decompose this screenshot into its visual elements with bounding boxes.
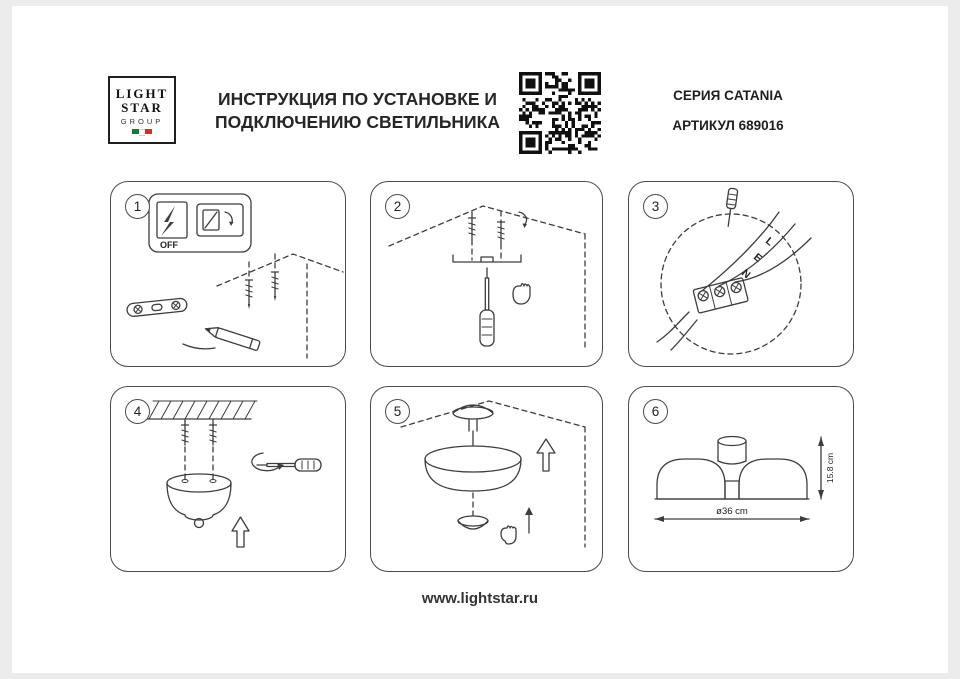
height-label: 15.8 cm — [825, 453, 835, 483]
step-4-drawing — [146, 400, 322, 548]
height-dimension: 15.8 cm — [818, 436, 835, 500]
product-info: СЕРИЯ CATANIA АРТИКУЛ 689016 — [630, 88, 826, 134]
screw-icon — [496, 210, 506, 261]
ceiling-lines — [400, 400, 586, 548]
step-panel-4: 4 — [110, 386, 346, 572]
canopy-drawing — [452, 404, 494, 432]
wall-switch-icon — [196, 203, 244, 237]
title-line-2: ПОДКЛЮЧЕНИЮ СВЕТИЛЬНИКА — [215, 112, 500, 132]
screw-icon — [270, 253, 280, 301]
screw-icon — [180, 419, 190, 480]
shade-drawing — [424, 445, 522, 492]
title-line-1: ИНСТРУКЦИЯ ПО УСТАНОВКЕ И — [218, 89, 497, 109]
screwing-direction-arrow — [518, 211, 528, 228]
up-arrow-icon — [231, 516, 250, 548]
magnifier-circle — [660, 213, 802, 355]
step-2-drawing — [388, 205, 586, 351]
mounting-bracket — [126, 297, 188, 318]
step-6-number: 6 — [643, 399, 668, 424]
canopy-drawing — [166, 473, 232, 529]
step-6-drawing: ø36 cm 15.8 cm — [654, 435, 835, 522]
screw-icon — [244, 261, 254, 309]
step-3-drawing: N E L — [656, 187, 812, 355]
hand-icon — [500, 525, 517, 545]
supply-wires — [702, 211, 812, 291]
width-dimension: ø36 cm — [654, 506, 810, 522]
step-5-drawing — [400, 400, 586, 548]
logo-light: LIGHT — [115, 85, 169, 101]
qr-code — [519, 72, 601, 154]
step-1-drawing: OFF — [126, 193, 344, 359]
step-panel-2: 2 — [370, 181, 603, 367]
series-label: СЕРИЯ CATANIA — [673, 88, 783, 103]
rotation-screwdriver-icon — [251, 452, 322, 472]
screw-icon — [208, 419, 218, 480]
fixture-wires — [656, 311, 698, 351]
hand-icon — [512, 282, 531, 305]
logo-star: STAR — [121, 99, 163, 115]
up-arrow-icon — [536, 438, 556, 472]
indicator-screwdriver-icon — [725, 187, 739, 227]
screwdriver-icon — [479, 267, 495, 347]
diffuser-drawing — [457, 515, 489, 530]
screw-icon — [467, 211, 477, 261]
page-title: ИНСТРУКЦИЯ ПО УСТАНОВКЕ И ПОДКЛЮЧЕНИЮ СВ… — [195, 88, 520, 134]
pencil-icon — [204, 327, 261, 351]
step-1-number: 1 — [125, 194, 150, 219]
ceiling-bracket — [452, 254, 522, 263]
power-off-warning: OFF — [148, 193, 252, 253]
diameter-label: ø36 cm — [716, 506, 748, 517]
step-4-number: 4 — [125, 399, 150, 424]
ceiling-lines — [216, 253, 344, 359]
fixture-front-view — [654, 435, 810, 500]
step-panel-5: 5 — [370, 386, 603, 572]
step-panel-6: 6 ø36 cm 15.8 cm — [628, 386, 854, 572]
step-3-number: 3 — [643, 194, 668, 219]
terminal-block — [692, 277, 749, 314]
ceiling-lines — [388, 205, 586, 351]
logo-group: GROUP — [120, 116, 164, 126]
small-up-arrow-icon — [525, 507, 533, 534]
step-panel-1: 1 OFF — [110, 181, 346, 367]
marking-line — [182, 343, 216, 350]
off-label: OFF — [160, 240, 178, 250]
step-2-number: 2 — [385, 194, 410, 219]
website-url: www.lightstar.ru — [421, 590, 539, 607]
step-panel-3: 3 N E L — [628, 181, 854, 367]
italy-flag-icon — [132, 128, 153, 136]
hatched-ceiling — [146, 400, 258, 420]
lightstar-logo: LIGHT STAR GROUP — [108, 76, 176, 144]
step-5-number: 5 — [385, 399, 410, 424]
article-label: АРТИКУЛ 689016 — [672, 118, 784, 133]
